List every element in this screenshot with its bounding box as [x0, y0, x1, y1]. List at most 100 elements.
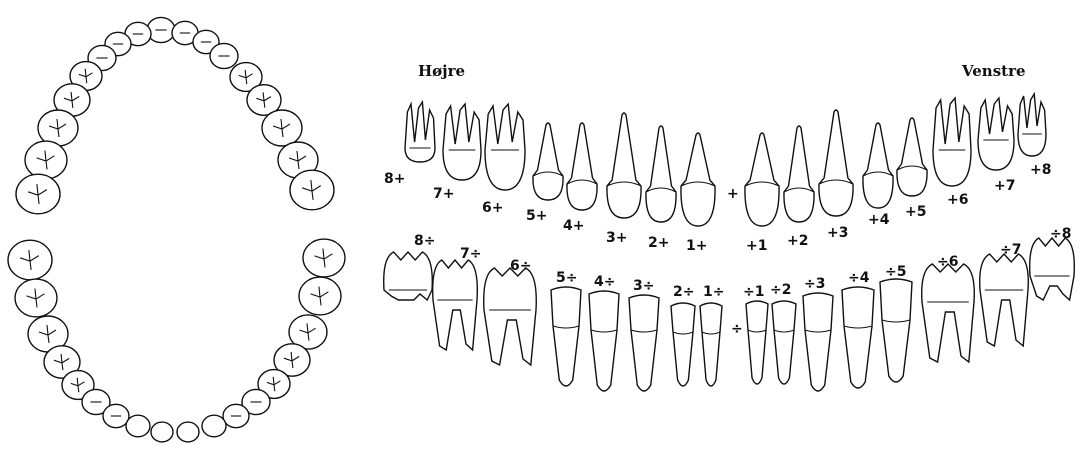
lower-tooth-number: 4÷ [594, 274, 615, 290]
lower-tooth-outline [980, 254, 1029, 346]
lower-tooth: 4÷ [589, 274, 619, 391]
lower-tooth-number: ÷3 [804, 276, 825, 292]
lower-tooth-outline [551, 287, 581, 386]
midline-lower-marker: ÷ [731, 321, 743, 337]
upper-tooth-number: +6 [947, 192, 968, 208]
arch-tooth [262, 110, 302, 146]
upper-tooth-number: 7+ [433, 186, 454, 202]
upper-tooth: 2+ [646, 126, 676, 251]
label-left-side: Venstre [961, 62, 1026, 80]
upper-tooth: 8+ [384, 102, 435, 187]
upper-tooth-outline [567, 123, 597, 210]
upper-tooth: +6 [933, 98, 971, 208]
lower-tooth: ÷5 [880, 264, 912, 382]
lower-tooth-outline [1030, 238, 1075, 300]
arch-tooth [25, 141, 67, 179]
upper-tooth-number: 3+ [606, 230, 627, 246]
lower-tooth: ÷1 [743, 284, 768, 384]
lower-tooth-number: ÷2 [770, 282, 791, 298]
lower-tooth-outline [671, 303, 695, 386]
upper-tooth-outline [819, 110, 853, 216]
arch-tooth [202, 415, 226, 437]
upper-tooth-outline [897, 118, 927, 196]
arch-tooth [303, 239, 345, 277]
lower-tooth-outline [384, 252, 433, 300]
lower-tooth-outline [484, 268, 537, 365]
arch-tooth [15, 279, 57, 317]
lower-teeth-row: 8÷ 7÷6÷ 5÷ 4÷ 3÷ 2÷ 1÷ ÷1 ÷2 ÷3 ÷4 ÷5 ÷6 ÷7 ÷8 [384, 226, 1075, 391]
upper-tooth: 5+ [526, 123, 563, 224]
arch-tooth [290, 170, 334, 210]
lower-tooth-number: ÷7 [1000, 242, 1021, 258]
upper-tooth-outline [607, 113, 641, 218]
lower-tooth-number: 5÷ [556, 270, 577, 286]
lower-tooth-number: 3÷ [633, 278, 654, 294]
upper-tooth: +7 [978, 98, 1015, 194]
lower-tooth-number: ÷4 [848, 270, 870, 286]
lower-tooth-outline [589, 291, 619, 391]
upper-tooth-number: 2+ [648, 235, 669, 251]
upper-tooth: +8 [1018, 94, 1051, 178]
upper-tooth-outline [978, 98, 1014, 170]
arch-tooth [8, 240, 52, 280]
lower-tooth-outline [880, 279, 912, 382]
lower-tooth: ÷7 [980, 242, 1029, 346]
lower-tooth-number: 1÷ [703, 284, 724, 300]
arch-tooth-outline [151, 422, 173, 442]
lower-tooth: 8÷ [384, 233, 436, 300]
upper-tooth-outline [646, 126, 676, 222]
lower-tooth-outline [922, 264, 975, 362]
upper-tooth: 6+ [482, 104, 525, 216]
lower-tooth-outline [842, 287, 874, 388]
lower-tooth-outline [803, 293, 833, 391]
upper-tooth-outline [681, 133, 715, 226]
arch-tooth [126, 415, 150, 437]
lower-tooth-outline [772, 301, 796, 384]
upper-tooth: +1 [745, 133, 779, 254]
upper-tooth-outline [1018, 94, 1046, 156]
arch-tooth-outline [126, 415, 150, 437]
upper-tooth-outline [933, 98, 971, 186]
lower-tooth-number: 8÷ [414, 233, 435, 249]
upper-tooth-number: +4 [868, 212, 890, 228]
upper-tooth-number: +2 [787, 233, 808, 249]
upper-tooth-outline [405, 102, 435, 162]
lower-tooth: ÷2 [770, 282, 796, 384]
lower-tooth: 2÷ [671, 284, 695, 386]
upper-tooth-number: 4+ [563, 218, 584, 234]
upper-tooth: +4 [863, 123, 893, 228]
arch-tooth [103, 404, 129, 427]
arch-tooth [299, 277, 341, 315]
upper-tooth-number: 1+ [686, 238, 707, 254]
lower-tooth: 7÷ [433, 246, 482, 350]
lower-tooth-number: ÷6 [937, 254, 958, 270]
upper-tooth-number: +7 [994, 178, 1015, 194]
lower-tooth-outline [746, 301, 768, 384]
upper-tooth-number: 8+ [384, 171, 405, 187]
lower-tooth-number: 2÷ [673, 284, 694, 300]
upper-tooth-outline [485, 104, 525, 190]
lower-tooth-number: ÷8 [1050, 226, 1071, 242]
upper-tooth-outline [863, 123, 893, 208]
upper-tooth: +3 [819, 110, 853, 241]
upper-tooth: 4+ [563, 123, 597, 234]
upper-tooth-outline [443, 104, 481, 180]
upper-tooth: 7+ [433, 104, 481, 202]
arch-tooth [177, 422, 199, 442]
lower-tooth-number: ÷1 [743, 284, 764, 300]
lower-tooth-number: ÷5 [885, 264, 906, 280]
lower-tooth: ÷8 [1030, 226, 1075, 300]
arch-tooth-outline [177, 422, 199, 442]
dental-arch-occlusal-view [8, 17, 345, 442]
upper-tooth-number: 6+ [482, 200, 503, 216]
upper-tooth-number: +5 [905, 204, 926, 220]
upper-tooth-outline [784, 126, 814, 222]
upper-teeth-row: 8+ 7+ 6+ 5+ 4+ 3+ 2+ 1+ +1 +2 +3 +4 +5 +6 +7+8 [384, 94, 1051, 254]
upper-tooth-number: 5+ [526, 208, 547, 224]
lower-tooth: 6÷ [484, 258, 537, 365]
lower-tooth-number: 7÷ [460, 246, 481, 262]
upper-tooth-outline [533, 123, 563, 200]
lower-tooth: 3÷ [629, 278, 659, 391]
